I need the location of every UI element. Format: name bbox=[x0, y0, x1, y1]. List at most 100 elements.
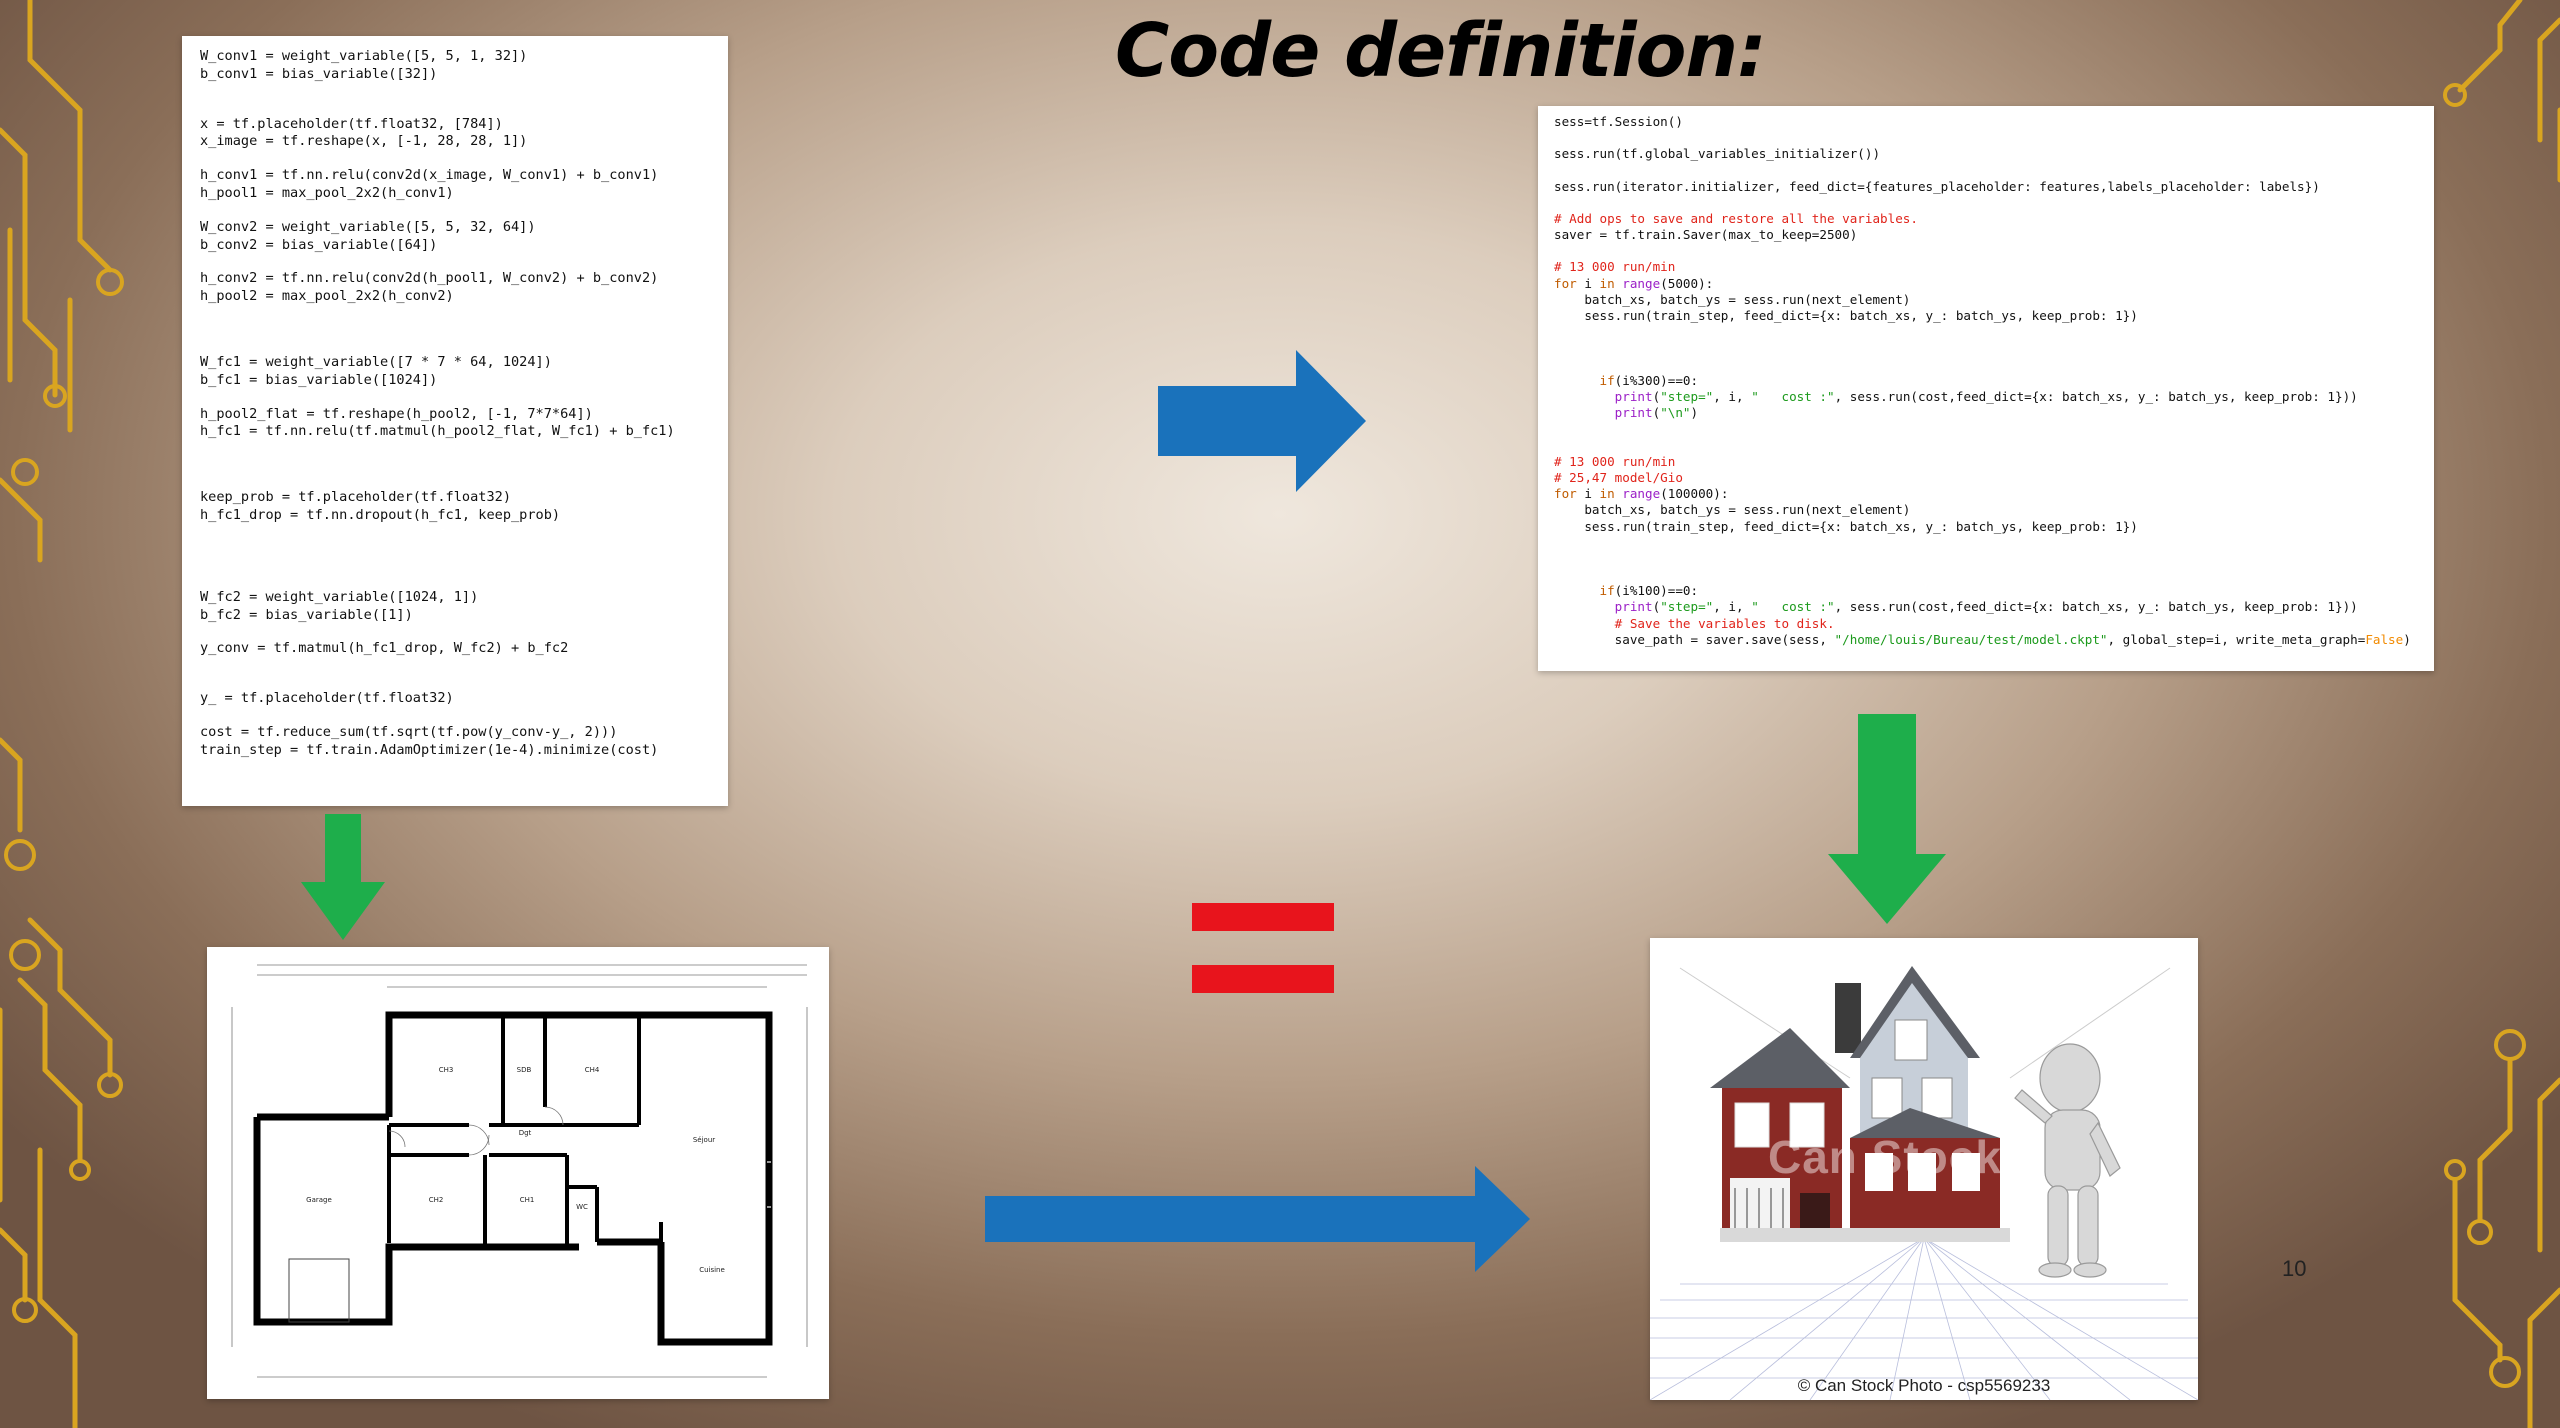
code-line: sess.run(iterator.initializer, feed_dict… bbox=[1554, 179, 2434, 195]
code-token: sess.run(iterator.initializer, feed_dict… bbox=[1554, 178, 2320, 194]
model-definition-code: W_conv1 = weight_variable([5, 5, 1, 32])… bbox=[182, 36, 728, 760]
code-line bbox=[1554, 438, 2434, 454]
code-token: ) bbox=[2403, 631, 2411, 647]
code-line: b_conv1 = bias_variable([32]) bbox=[200, 65, 438, 82]
right-arrow-icon bbox=[1158, 350, 1366, 492]
down-arrow-icon bbox=[1828, 714, 1946, 924]
code-token: # Add ops to save and restore all the va… bbox=[1554, 210, 1918, 226]
code-line: W_fc1 = weight_variable([7 * 7 * 64, 102… bbox=[200, 353, 552, 370]
image-credit: © Can Stock Photo - csp5569233 bbox=[1797, 1376, 2051, 1395]
code-line bbox=[200, 203, 728, 219]
house-image: Can Stock © Can Stock Photo - csp5569233 bbox=[1650, 938, 2198, 1400]
code-line: h_conv1 = tf.nn.relu(conv2d(x_image, W_c… bbox=[200, 167, 659, 184]
code-line bbox=[1554, 341, 2434, 357]
training-loop-code: sess=tf.Session()sess.run(tf.global_vari… bbox=[1538, 106, 2434, 648]
room-label: WC bbox=[576, 1203, 588, 1211]
code-line bbox=[200, 541, 728, 557]
code-line: train_step = tf.train.AdamOptimizer(1e-4… bbox=[200, 741, 659, 758]
code-token: # Save the variables to disk. bbox=[1614, 615, 1835, 631]
room-label: CH2 bbox=[429, 1196, 444, 1204]
code-token: " cost :" bbox=[1751, 388, 1835, 404]
code-token bbox=[1554, 405, 1615, 420]
code-line: print("\n") bbox=[1554, 405, 2434, 421]
house-drawing bbox=[1650, 938, 2198, 1400]
code-line: batch_xs, batch_ys = sess.run(next_eleme… bbox=[1554, 502, 2434, 518]
code-line: if(i%100)==0: bbox=[1554, 583, 2434, 599]
code-line: for i in range(100000): bbox=[1554, 486, 2434, 502]
code-line: b_fc2 = bias_variable([1]) bbox=[200, 606, 413, 623]
code-token: range bbox=[1622, 275, 1661, 291]
code-line: W_conv1 = weight_variable([5, 5, 1, 32]) bbox=[200, 48, 528, 64]
code-line: y_conv = tf.matmul(h_fc1_drop, W_fc2) + … bbox=[200, 640, 569, 657]
down-arrow-icon bbox=[301, 814, 385, 940]
code-line: sess.run(train_step, feed_dict={x: batch… bbox=[1554, 308, 2434, 324]
room-label: SDB bbox=[517, 1066, 532, 1074]
code-line bbox=[200, 84, 728, 100]
room-label: Dgt bbox=[519, 1129, 532, 1137]
code-token: print bbox=[1614, 405, 1653, 421]
code-token: , i, bbox=[1713, 599, 1752, 615]
room-label: CH1 bbox=[520, 1196, 535, 1204]
code-token: batch_xs, batch_ys = sess.run(next_eleme… bbox=[1554, 502, 1911, 518]
room-label: Séjour bbox=[693, 1136, 715, 1144]
code-token: (i%100)==0: bbox=[1614, 583, 1699, 599]
code-line bbox=[1554, 422, 2434, 438]
code-token: "step=" bbox=[1660, 388, 1714, 404]
code-line bbox=[200, 322, 728, 338]
code-token: False bbox=[2365, 631, 2404, 647]
code-token: " cost :" bbox=[1751, 599, 1835, 615]
room-label: Garage bbox=[306, 1196, 332, 1204]
code-line bbox=[200, 525, 728, 541]
code-line bbox=[200, 100, 728, 116]
code-token: (100000): bbox=[1660, 486, 1729, 502]
room-label: CH4 bbox=[585, 1066, 600, 1074]
code-token bbox=[1554, 389, 1615, 404]
code-token: , sess.run(cost,feed_dict={x: batch_xs, … bbox=[1834, 599, 2358, 615]
code-token: (5000): bbox=[1660, 275, 1714, 291]
code-token: range bbox=[1622, 486, 1661, 502]
code-token: ( bbox=[1652, 599, 1661, 615]
code-token bbox=[1554, 373, 1600, 388]
code-token: # 13 000 run/min bbox=[1554, 453, 1676, 469]
code-line: x = tf.placeholder(tf.float32, [784]) bbox=[200, 115, 503, 132]
code-line: print("step=", i, " cost :", sess.run(co… bbox=[1554, 389, 2434, 405]
code-token: "\n" bbox=[1660, 405, 1691, 421]
code-line bbox=[200, 390, 728, 406]
code-line bbox=[200, 441, 728, 457]
code-token: sess.run(tf.global_variables_initializer… bbox=[1554, 146, 1881, 162]
code-line bbox=[1554, 243, 2434, 259]
code-token: sess.run(train_step, feed_dict={x: batch… bbox=[1554, 518, 2138, 534]
code-line: h_fc1_drop = tf.nn.dropout(h_fc1, keep_p… bbox=[200, 506, 561, 523]
code-token: i bbox=[1576, 486, 1600, 502]
watermark-text: Can Stock bbox=[1768, 1131, 2002, 1183]
code-token: (i%300)==0: bbox=[1614, 372, 1699, 388]
code-line: h_pool2_flat = tf.reshape(h_pool2, [-1, … bbox=[200, 405, 593, 422]
code-line bbox=[200, 151, 728, 167]
room-label: Cuisine bbox=[699, 1266, 725, 1274]
code-token: ( bbox=[1652, 388, 1661, 404]
code-token: sess.run(train_step, feed_dict={x: batch… bbox=[1554, 308, 2138, 324]
code-token: ) bbox=[1690, 405, 1699, 421]
right-arrow-icon bbox=[985, 1166, 1530, 1272]
code-line bbox=[1554, 195, 2434, 211]
code-line: h_pool2 = max_pool_2x2(h_conv2) bbox=[200, 288, 454, 305]
code-line: sess.run(tf.global_variables_initializer… bbox=[1554, 146, 2434, 162]
code-line bbox=[1554, 130, 2434, 146]
code-line: # Add ops to save and restore all the va… bbox=[1554, 211, 2434, 227]
code-line bbox=[1554, 357, 2434, 373]
code-line: for i in range(5000): bbox=[1554, 276, 2434, 292]
model-definition-code-panel: W_conv1 = weight_variable([5, 5, 1, 32])… bbox=[182, 36, 728, 806]
code-line bbox=[200, 457, 728, 473]
code-token: print bbox=[1614, 388, 1653, 404]
code-token: # 25,47 model/Gio bbox=[1554, 469, 1683, 485]
equals-icon bbox=[1192, 903, 1334, 993]
code-token: , global_step=i, write_meta_graph= bbox=[2107, 631, 2366, 647]
code-token: in bbox=[1599, 486, 1615, 502]
training-loop-code-panel: sess=tf.Session()sess.run(tf.global_vari… bbox=[1538, 106, 2434, 671]
code-line: # 13 000 run/min bbox=[1554, 454, 2434, 470]
floor-plan-drawing: CH3 SDB CH4 Dgt Séjour Garage CH2 CH1 WC… bbox=[231, 964, 808, 1378]
code-line: b_conv2 = bias_variable([64]) bbox=[200, 236, 438, 253]
code-line bbox=[200, 658, 728, 674]
code-line: sess.run(train_step, feed_dict={x: batch… bbox=[1554, 519, 2434, 535]
code-line bbox=[200, 674, 728, 690]
